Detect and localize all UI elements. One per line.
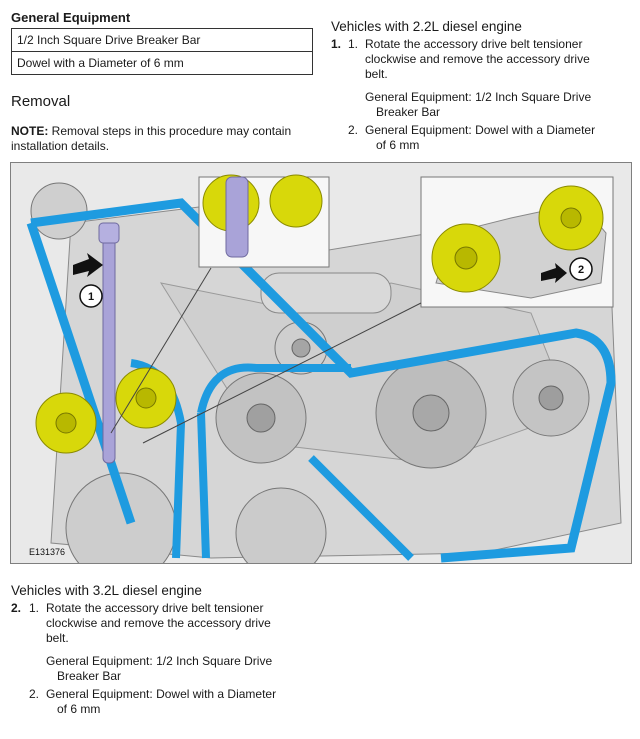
section-22-title: Vehicles with 2.2L diesel engine: [331, 19, 522, 34]
section-22-sub2-line: of 6 mm: [376, 138, 420, 152]
section-32-sub1-line: belt.: [46, 631, 69, 645]
section-32-title: Vehicles with 3.2L diesel engine: [11, 583, 202, 598]
equipment-table: 1/2 Inch Square Drive Breaker Bar Dowel …: [11, 28, 313, 75]
equipment-title: General Equipment: [11, 10, 131, 25]
section-22-sub1-number: 1.: [348, 37, 359, 51]
section-22-step-number: 1.: [331, 37, 342, 51]
section-32-equip-line: General Equipment: 1/2 Inch Square Drive: [46, 654, 273, 668]
section-32-sub1-line: clockwise and remove the accessory drive: [46, 616, 271, 630]
section-22-sub2-number: 2.: [348, 123, 359, 137]
callout-1-label: 1: [88, 291, 94, 303]
note-label: NOTE:: [11, 124, 49, 138]
section-32-step-number: 2.: [11, 601, 22, 615]
section-22-sub1-line: Rotate the accessory drive belt tensione…: [365, 37, 583, 51]
section-32-sub2-number: 2.: [29, 687, 40, 701]
note-text: Removal steps in this procedure may cont…: [11, 124, 292, 153]
equipment-cell: Dowel with a Diameter of 6 mm: [11, 51, 313, 75]
figure-id: E131376: [29, 547, 66, 557]
removal-heading: Removal: [11, 93, 71, 110]
equipment-row: 1/2 Inch Square Drive Breaker Bar: [11, 28, 313, 52]
section-22-equip-line: General Equipment: 1/2 Inch Square Drive: [365, 90, 592, 104]
equipment-row: Dowel with a Diameter of 6 mm: [11, 51, 313, 75]
section-22-sub1-line: belt.: [365, 67, 388, 81]
engine-belt-illustration: 1 2 E131376: [10, 162, 632, 564]
section-32-sub1-number: 1.: [29, 601, 40, 615]
section-22-sub2-line: General Equipment: Dowel with a Diameter: [365, 123, 596, 137]
section-32-sub2-line: of 6 mm: [57, 702, 101, 716]
engine-drawing: 1 2: [11, 163, 631, 563]
callout-1-marker: [79, 284, 103, 308]
section-32-equip-line: Breaker Bar: [57, 669, 122, 683]
callout-2-marker: [569, 257, 593, 281]
section-22-sub1-line: clockwise and remove the accessory drive: [365, 52, 590, 66]
callout-2-label: 2: [578, 264, 584, 276]
section-32-sub2-line: General Equipment: Dowel with a Diameter: [46, 687, 277, 701]
equipment-cell: 1/2 Inch Square Drive Breaker Bar: [11, 28, 313, 52]
removal-note: NOTE: Removal steps in this procedure ma…: [11, 124, 301, 154]
section-22-equip-line: Breaker Bar: [376, 105, 441, 119]
section-32-sub1-line: Rotate the accessory drive belt tensione…: [46, 601, 264, 615]
